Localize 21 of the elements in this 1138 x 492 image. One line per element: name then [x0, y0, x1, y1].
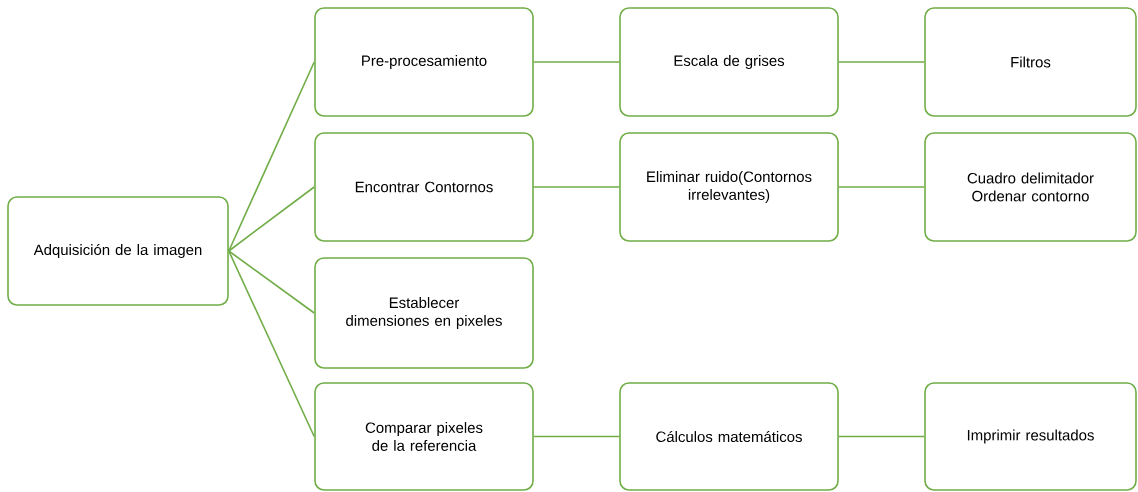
- connector-line: [533, 61, 620, 63]
- connector-line: [533, 435, 620, 438]
- connector-line: [228, 250, 315, 438]
- connector-line: [838, 435, 925, 438]
- process-box: Adquisición de la imagen: [7, 196, 229, 306]
- connector-line: [228, 250, 315, 314]
- process-box: Comparar pixeles de la referencia: [314, 382, 534, 491]
- process-box: Cuadro delimitador Ordenar contorno: [924, 132, 1137, 242]
- process-box: Establecer dimensiones en pixeles: [314, 257, 534, 369]
- connector-line: [838, 61, 925, 63]
- connector-line: [533, 186, 620, 188]
- connector-line: [228, 61, 315, 252]
- connector-line: [838, 186, 925, 188]
- process-box: Imprimir resultados: [924, 382, 1137, 491]
- process-box: Cálculos matemáticos: [619, 382, 839, 491]
- process-box: Eliminar ruido(Contornos irrelevantes): [619, 132, 839, 242]
- process-box: Pre-procesamiento: [314, 7, 534, 117]
- process-box: Encontrar Contornos: [314, 132, 534, 242]
- process-box: Filtros: [924, 7, 1137, 117]
- process-box: Escala de grises: [619, 7, 839, 117]
- connector-line: [228, 186, 315, 252]
